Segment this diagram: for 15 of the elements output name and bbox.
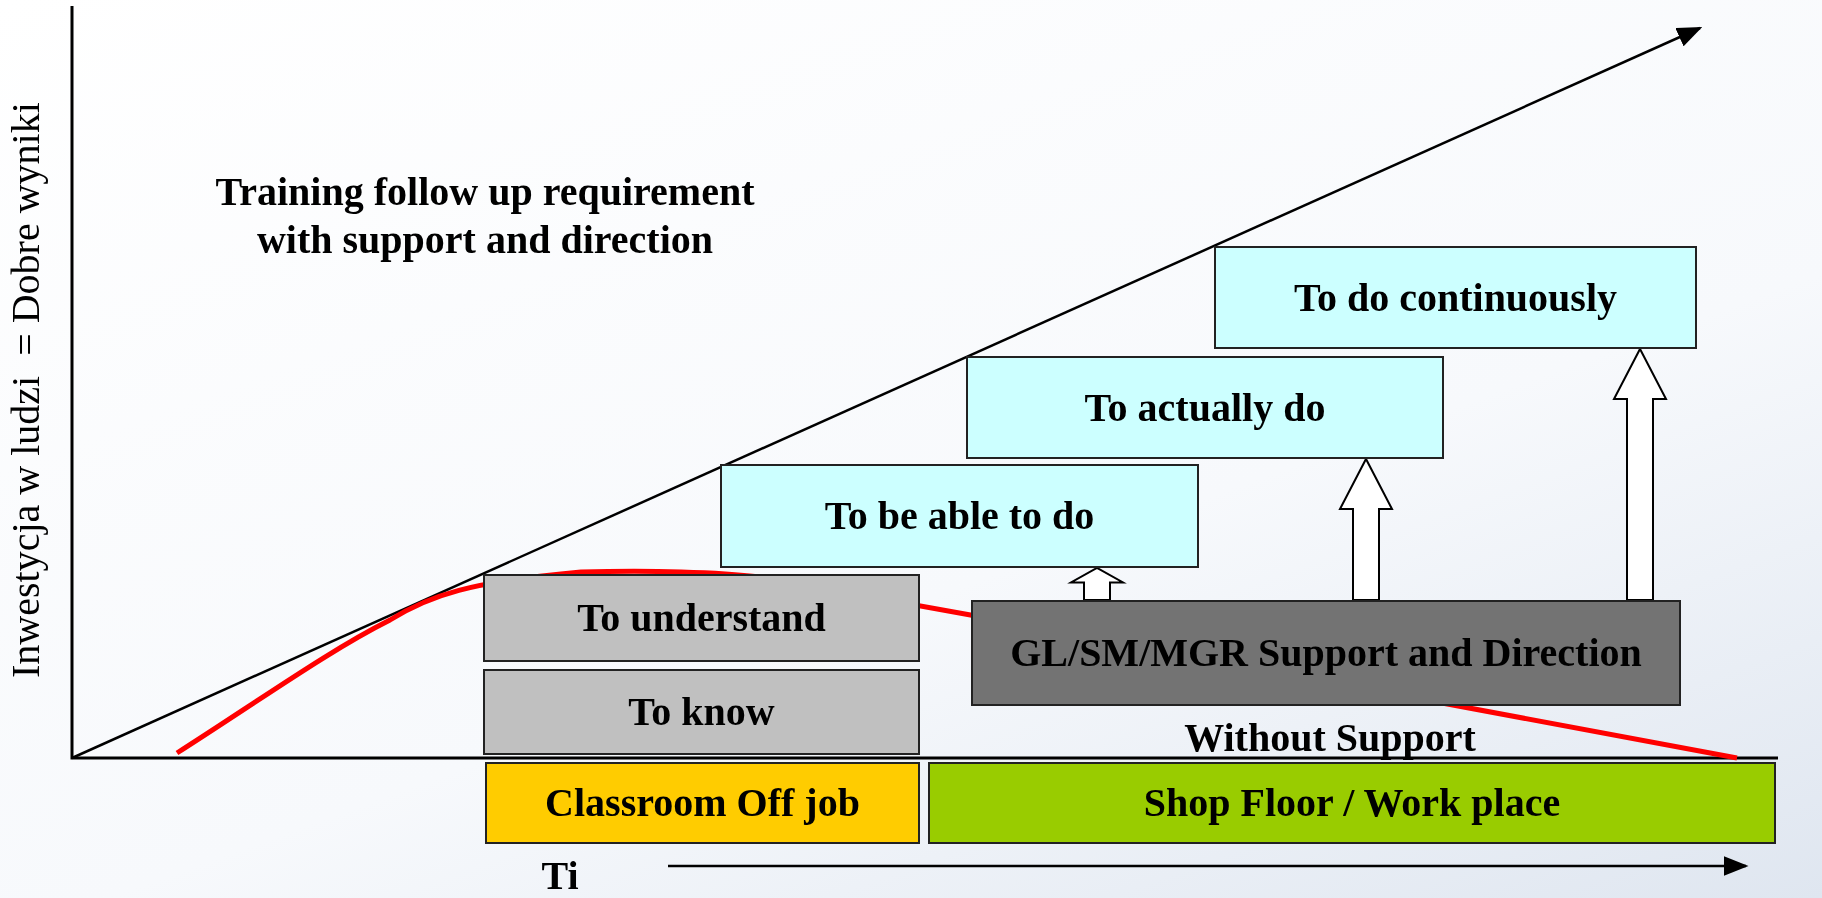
setting-box: Shop Floor / Work place (928, 762, 1776, 844)
setting-box: Classroom Off job (485, 762, 920, 844)
stage-box: To be able to do (720, 464, 1199, 568)
axis-title: Inwestycja w ludzi = Dobre wyniki (2, 101, 49, 680)
support-box: GL/SM/MGR Support and Direction (971, 600, 1681, 706)
block-arrow (1067, 566, 1127, 601)
axis-label: Ti (540, 852, 580, 898)
stage-box: To do continuously (1214, 246, 1697, 349)
stage-box: To actually do (966, 356, 1444, 459)
block-arrow (1338, 456, 1394, 601)
stage-box: To know (483, 669, 920, 755)
heading-text: Training follow up requirement with support and direction (215, 168, 755, 264)
block-arrow (1612, 346, 1668, 601)
annotation-text: Without Support (1183, 714, 1477, 762)
stage-box: To understand (483, 574, 920, 662)
